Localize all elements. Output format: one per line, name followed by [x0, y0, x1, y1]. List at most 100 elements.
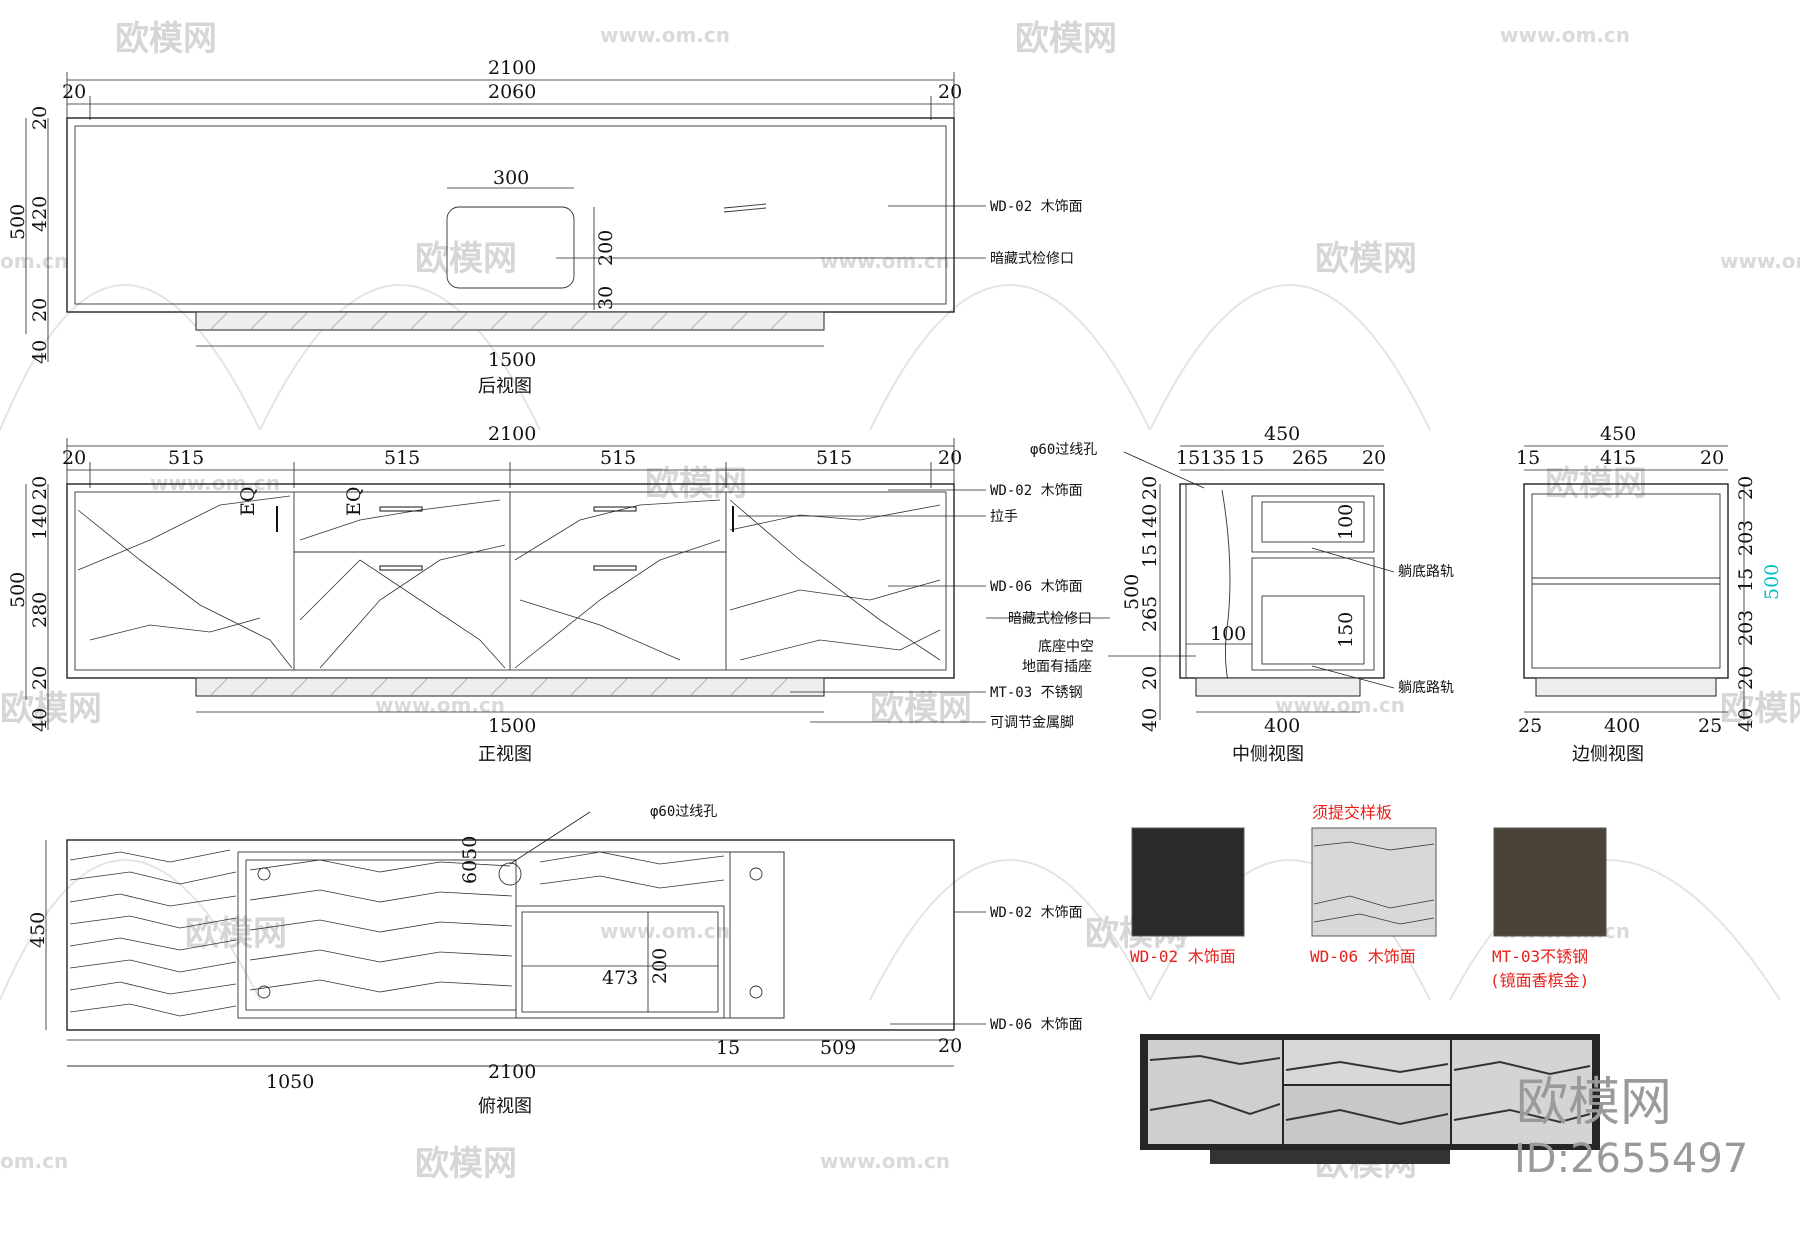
swatch-label: MT-03不锈钢	[1492, 947, 1588, 966]
dim-base-right: 25	[1698, 715, 1722, 737]
watermark-url: om.cn	[0, 1149, 68, 1173]
dim-panel-bottom: 20	[29, 298, 51, 322]
cable-hole	[498, 862, 522, 886]
callout-cable-hole: φ60过线孔	[1030, 442, 1097, 458]
swatch-wd02	[1131, 827, 1245, 937]
dim-h-6: 40	[1735, 708, 1757, 732]
dim-eq: EQ	[237, 487, 259, 516]
dim-panel-top: 20	[29, 106, 51, 130]
dim-h-1: 20	[1735, 476, 1757, 500]
dim-seg-1: 15	[1176, 447, 1200, 469]
dim-drawer-h: 100	[1335, 504, 1357, 540]
swatch-wd06-veining	[1313, 841, 1435, 925]
dim-plinth: 40	[29, 340, 51, 364]
dim-bay-4: 515	[816, 447, 852, 469]
watermark-url: www.om.cn	[1720, 249, 1800, 273]
dim-h-3: 15	[1139, 544, 1161, 568]
access-hatch	[446, 206, 575, 289]
watermark-url: www.om.cn	[600, 23, 730, 47]
callout-base-hollow: 底座中空	[1038, 639, 1094, 655]
dim-hatch-height: 200	[595, 230, 617, 266]
dim-overall-width: 2100	[488, 423, 536, 445]
plinth-hatching	[209, 677, 789, 697]
mid-side-view: 450 15 135 15 265 20 20 140 15 265 20 40…	[1030, 423, 1454, 765]
dim-right-width: 509	[820, 1037, 856, 1059]
callout-front-top: WD-02 木饰面	[990, 483, 1083, 499]
dim-gap: 15	[716, 1037, 740, 1059]
dim-total-height: 500	[1121, 574, 1143, 610]
dim-h-door: 280	[29, 592, 51, 628]
callout-handle: 拉手	[990, 509, 1018, 525]
callout-front-hatch: 暗藏式检修口	[1008, 611, 1092, 627]
dim-right: 20	[1700, 447, 1724, 469]
callout-feet: 可调节金属脚	[990, 715, 1074, 731]
dim-hatch-width: 300	[493, 167, 529, 189]
dim-lower-h: 150	[1335, 612, 1357, 648]
cabinet-body	[66, 117, 955, 313]
dim-left: 15	[1516, 447, 1540, 469]
watermark-logo: 欧模网	[0, 689, 102, 729]
dim-h-2: 140	[1139, 504, 1161, 540]
top-view: 450 6050 473 200 15 509 20 2100 1050 俯视图…	[27, 804, 1083, 1117]
caption-front-view: 正视图	[478, 744, 532, 765]
marble-veining	[77, 495, 941, 669]
watermark-logo: 欧模网	[870, 689, 972, 729]
swatch-label: WD-06 木饰面	[1310, 947, 1416, 966]
dim-edge-left: 20	[62, 81, 86, 103]
watermark-logo: 欧模网	[415, 1144, 517, 1184]
callout-top-surface: WD-02 木饰面	[990, 905, 1083, 921]
dim-eq: EQ	[343, 487, 365, 516]
dim-h-1: 20	[1139, 476, 1161, 500]
watermark-url: www.om.cn	[375, 693, 505, 717]
watermark-logo: 欧模网	[415, 239, 517, 279]
side-panel	[1523, 483, 1729, 679]
watermark-url: www.om.cn	[1275, 693, 1405, 717]
front-view: 2100 20 515 515 515 515 20 500 20 140 28…	[7, 423, 1196, 765]
steel-plinth	[195, 677, 825, 697]
drawer-box	[1251, 495, 1375, 553]
cabinet-panel	[74, 125, 947, 305]
cabinet-body	[66, 483, 955, 679]
caption-top-view: 俯视图	[478, 1096, 532, 1117]
dim-base-depth: 400	[1604, 715, 1640, 737]
callout-rear-hatch: 暗藏式检修口	[990, 251, 1074, 267]
watermark-url: www.om.cn	[820, 249, 950, 273]
swatch-label-2: (镜面香槟金)	[1490, 971, 1589, 990]
lower-box	[1251, 557, 1375, 671]
watermark-url: www.om.cn	[1500, 23, 1630, 47]
dim-bay-1: 515	[168, 447, 204, 469]
dim-bay-2: 515	[384, 447, 420, 469]
handle	[379, 506, 423, 512]
dim-base-width: 1500	[488, 349, 536, 371]
dim-h-3: 15	[1735, 568, 1757, 592]
dim-seg-2: 135	[1200, 447, 1236, 469]
handle	[593, 506, 637, 512]
dim-h-4: 265	[1139, 596, 1161, 632]
dim-h-top: 20	[29, 476, 51, 500]
watermark-logo: 欧模网	[185, 914, 287, 954]
dim-seg-4: 265	[1292, 447, 1328, 469]
dim-h-4: 203	[1735, 610, 1757, 646]
cabinet-face	[74, 491, 947, 671]
swatch-wd06	[1311, 827, 1437, 937]
dim-plug-w: 100	[1210, 623, 1246, 645]
plinth-hatching	[209, 311, 789, 331]
base	[1535, 677, 1717, 697]
dim-seg-5: 20	[1362, 447, 1386, 469]
dim-opening-width: 473	[602, 967, 638, 989]
swatch-mt03	[1493, 827, 1607, 937]
material-swatches: 须提交样板 WD-02 木饰面 WD-06 木饰面 MT-03不锈钢 (镜面香槟…	[1130, 803, 1607, 990]
side-panel-inner	[1531, 493, 1721, 669]
handle	[593, 565, 637, 571]
dim-bay-3: 515	[600, 447, 636, 469]
dim-h-6: 40	[1139, 708, 1161, 732]
dim-overall-depth: 450	[1600, 423, 1636, 445]
dim-inner: 415	[1600, 447, 1636, 469]
edge-side-view: 450 15 415 20 20 203 15 203 20 40 500 25…	[1516, 423, 1783, 765]
brand-mark: 欧模网	[1516, 1073, 1672, 1133]
top-opening	[515, 905, 725, 1019]
watermark-layer: 欧模网 www.om.cn 欧模网 www.om.cn om.cn 欧模网 ww…	[0, 19, 1800, 1184]
lower-inner	[1261, 595, 1365, 665]
dim-plinth: 40	[29, 708, 51, 732]
watermark-url: om.cn	[0, 249, 68, 273]
